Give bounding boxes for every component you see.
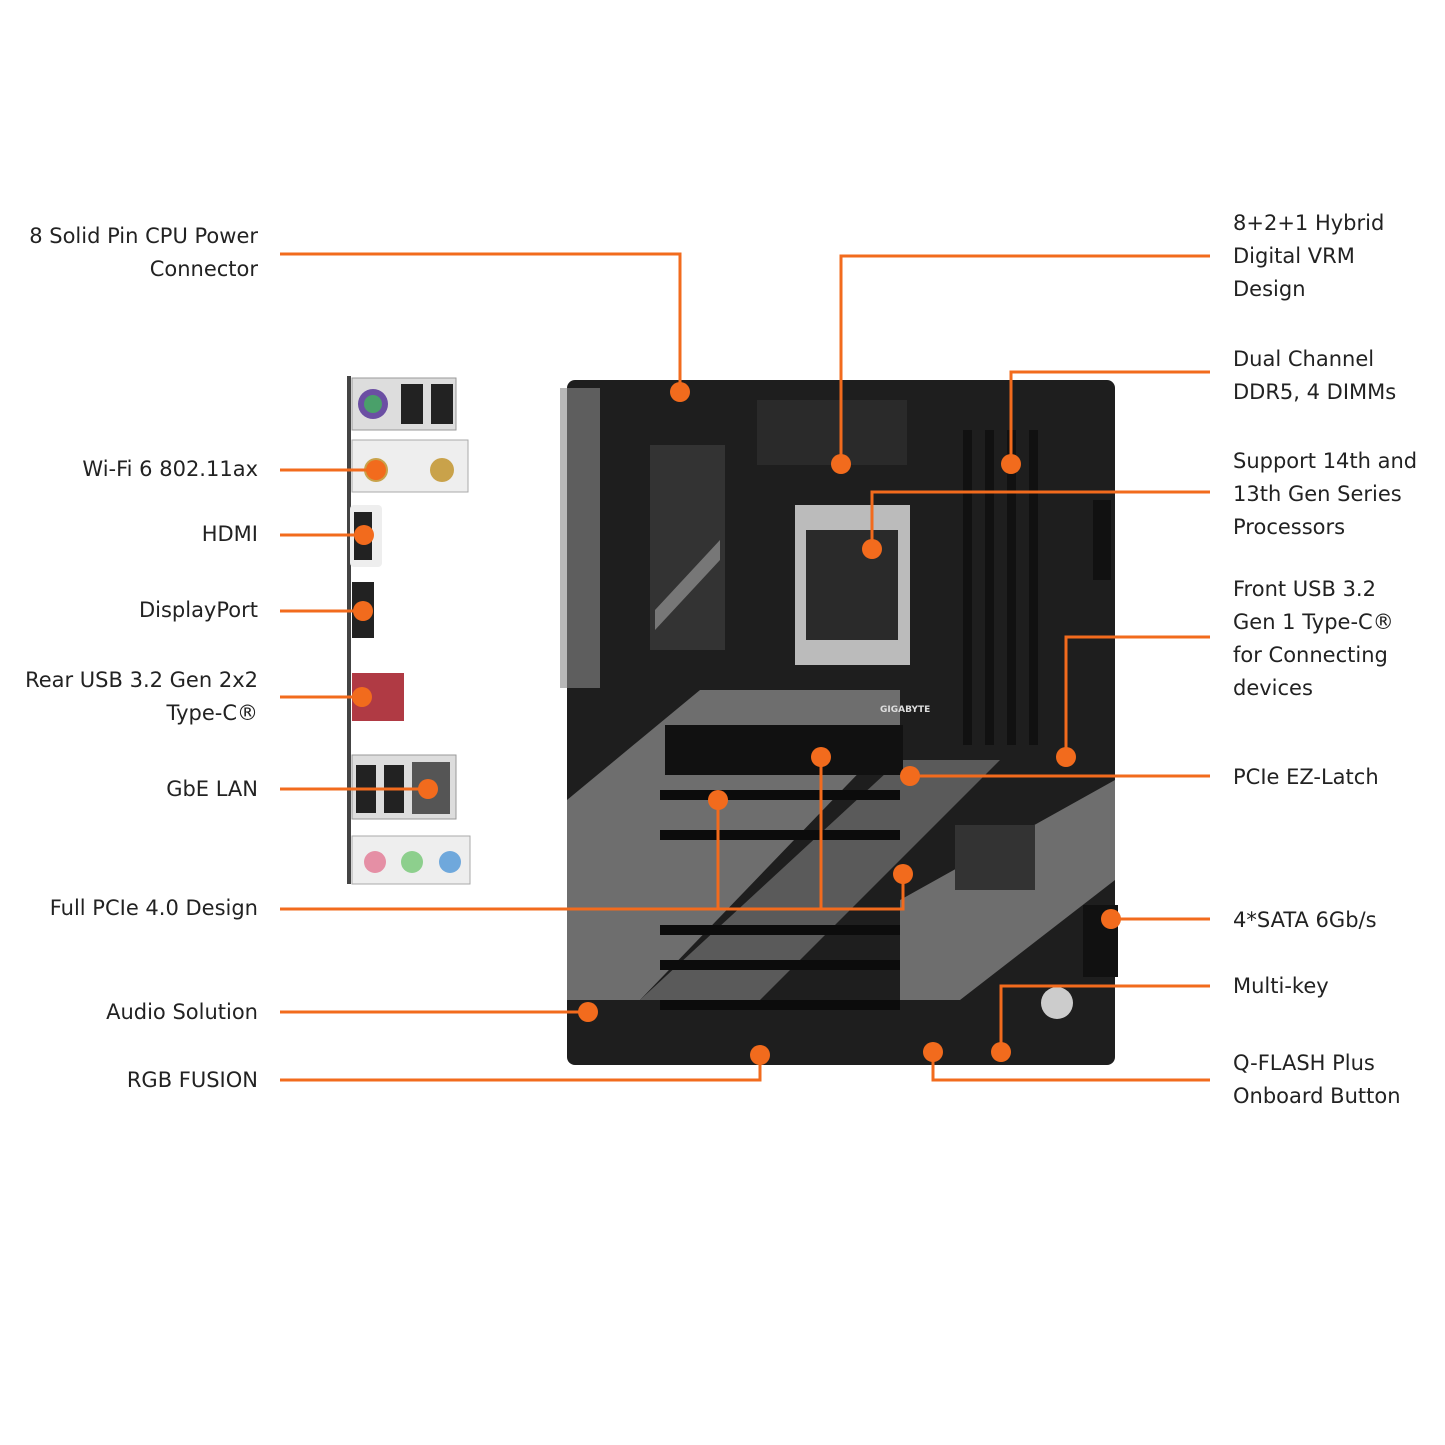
dot-cpu-power <box>670 382 690 402</box>
label-rgb-fusion: RGB FUSION <box>126 1068 258 1092</box>
label-ez-latch: PCIe EZ-Latch <box>1233 765 1379 789</box>
label-hdmi: HDMI <box>201 522 258 546</box>
dot-pcie-1 <box>708 790 728 810</box>
label-pcie: Full PCIe 4.0 Design <box>49 896 258 920</box>
callout-dots <box>352 382 1121 1065</box>
dot-sata <box>1101 909 1121 929</box>
label-audio: Audio Solution <box>106 1000 258 1024</box>
dot-lan <box>418 779 438 799</box>
dot-front-usb-c <box>1056 747 1076 767</box>
callout-lines <box>280 252 1210 1082</box>
label-sata: 4*SATA 6Gb/s <box>1233 908 1377 932</box>
rear-io-panel <box>347 376 471 885</box>
dot-ddr5 <box>1001 454 1021 474</box>
label-displayport: DisplayPort <box>138 598 258 622</box>
label-gbe-lan: GbE LAN <box>166 777 258 801</box>
dot-ez-latch <box>900 766 920 786</box>
dot-rgb <box>750 1045 770 1065</box>
dot-pcie-3 <box>893 864 913 884</box>
label-wifi: Wi-Fi 6 802.11ax <box>82 457 258 481</box>
dot-audio <box>578 1002 598 1022</box>
board-brand-logo: GIGABYTE <box>880 705 930 715</box>
motherboard: GIGABYTE <box>560 380 1118 1065</box>
dot-hdmi <box>354 525 374 545</box>
dot-multikey <box>991 1042 1011 1062</box>
dot-qflash <box>923 1042 943 1062</box>
dot-cpu <box>862 539 882 559</box>
dot-wifi <box>366 460 386 480</box>
label-multikey: Multi-key <box>1233 974 1329 998</box>
dot-pcie-2 <box>811 747 831 767</box>
dot-rear-usb-c <box>352 687 372 707</box>
dot-displayport <box>353 601 373 621</box>
dot-vrm <box>831 454 851 474</box>
